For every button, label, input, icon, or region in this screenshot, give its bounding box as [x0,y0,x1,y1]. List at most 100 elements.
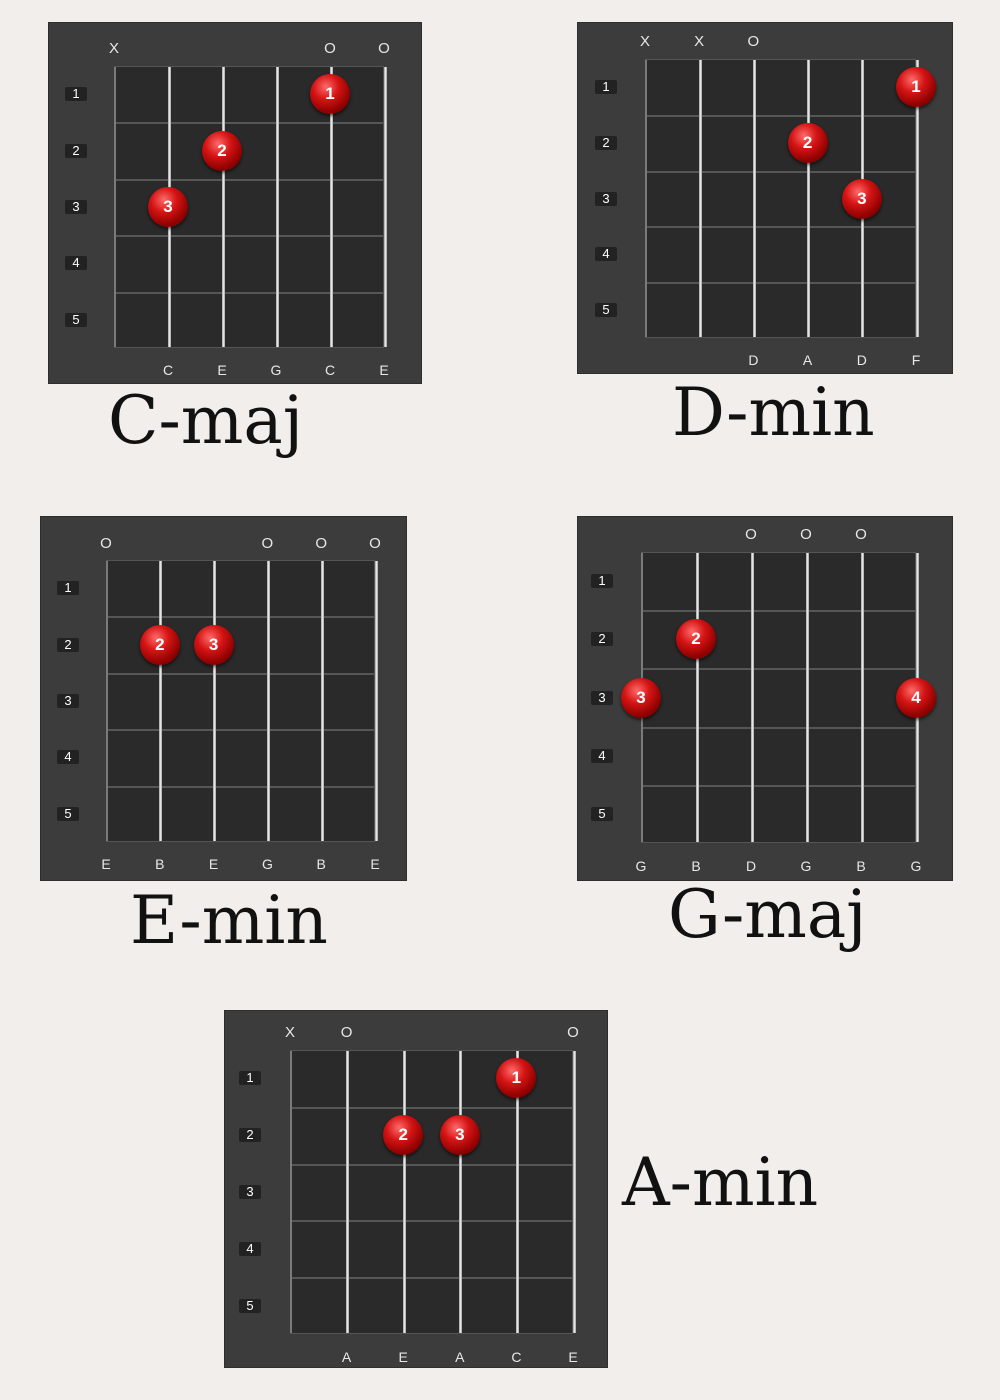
string-note-label: A [341,1349,352,1365]
fret-number: 5 [595,303,617,318]
finger-position-dot: 2 [202,130,242,171]
guitar-string [320,561,324,841]
finger-position-dot: 2 [676,619,716,660]
guitar-string [374,561,378,841]
guitar-string [807,60,811,337]
open-string-marker: O [567,1024,579,1041]
string-note-label: E [568,1349,578,1365]
string-note-label: E [370,856,380,872]
string-note-label: B [691,858,701,874]
muted-string-marker: X [694,33,705,50]
open-string-marker: O [261,535,274,552]
muted-string-marker: X [639,33,650,50]
fret-line [291,1163,572,1166]
fret-line [642,668,915,671]
guitar-string [159,561,163,841]
fret-number: 4 [591,748,613,763]
string-note-label: G [800,858,812,874]
guitar-string [515,1051,519,1333]
finger-position-dot: 3 [621,677,661,718]
open-string-marker: O [315,535,328,552]
open-string-marker: O [800,526,812,543]
fret-number: 1 [239,1071,261,1086]
fret-line [291,1220,572,1223]
string-note-label: F [911,352,921,368]
guitar-string [915,60,919,337]
fret-line [115,235,383,238]
guitar-string [860,553,864,842]
fret-line [642,610,915,613]
guitar-string [266,561,270,841]
fret-line [107,785,374,788]
fret-number: 5 [65,312,87,327]
guitar-string [213,561,217,841]
string-note-label: A [455,1349,465,1365]
guitar-string [750,553,754,842]
string-note-label: B [316,856,326,872]
guitar-string [106,561,108,841]
fret-grid [641,552,919,843]
fret-line [642,784,915,787]
string-note-label: D [748,352,759,368]
guitar-string [402,1051,406,1333]
string-note-label: G [270,362,282,378]
guitar-string [459,1051,463,1333]
string-note-label: G [635,858,647,874]
fret-line [646,114,915,117]
open-string-marker: O [747,33,760,50]
fret-number: 5 [591,806,613,821]
guitar-string [290,1051,292,1333]
string-note-label: C [511,1349,522,1365]
string-note-label: B [856,858,866,874]
fret-line [107,729,374,732]
fret-number: 4 [65,256,87,271]
open-string-marker: O [324,40,336,57]
fret-number: 2 [239,1128,261,1143]
fret-number: 3 [595,191,617,206]
guitar-string [695,553,699,842]
guitar-string [221,67,225,347]
open-string-marker: O [378,40,390,57]
fret-grid [290,1050,576,1334]
fret-line [646,282,915,285]
finger-position-dot: 2 [139,624,180,665]
finger-position-dot: 3 [439,1115,480,1156]
fret-number: 4 [239,1241,261,1256]
open-string-marker: O [340,1024,353,1041]
fret-number: 1 [65,87,87,102]
string-note-label: E [398,1349,408,1365]
string-note-label: G [261,856,273,872]
guitar-string [805,553,809,842]
muted-string-marker: X [108,40,119,57]
finger-position-dot: 1 [896,66,936,107]
fret-number: 3 [239,1185,261,1199]
fret-line [115,291,383,294]
string-note-label: C [162,362,174,378]
finger-position-dot: 3 [841,178,882,219]
finger-position-dot: 4 [896,677,936,718]
fret-line [291,1277,572,1280]
finger-position-dot: 1 [496,1058,537,1099]
finger-position-dot: 2 [383,1115,424,1156]
fret-number: 1 [591,574,613,589]
open-string-marker: O [100,535,112,552]
fret-number: 4 [57,750,79,765]
guitar-string [698,60,702,337]
fret-number: 1 [57,581,79,596]
finger-position-dot: 3 [193,624,234,665]
fret-line [115,178,383,181]
chord-name-c-maj: C-maj [108,382,304,459]
muted-string-marker: X [284,1024,295,1041]
string-note-label: E [217,362,227,378]
string-note-label: E [101,856,111,872]
string-note-label: E [379,362,389,378]
fret-number: 5 [57,806,79,821]
string-note-label: D [745,858,757,874]
fret-line [642,726,915,729]
open-string-marker: O [369,535,381,552]
guitar-string [752,60,756,337]
fret-number: 5 [239,1298,261,1313]
chord-name-a-min: A-min [622,1144,819,1221]
fret-number: 2 [65,143,87,158]
guitar-string [329,67,333,347]
